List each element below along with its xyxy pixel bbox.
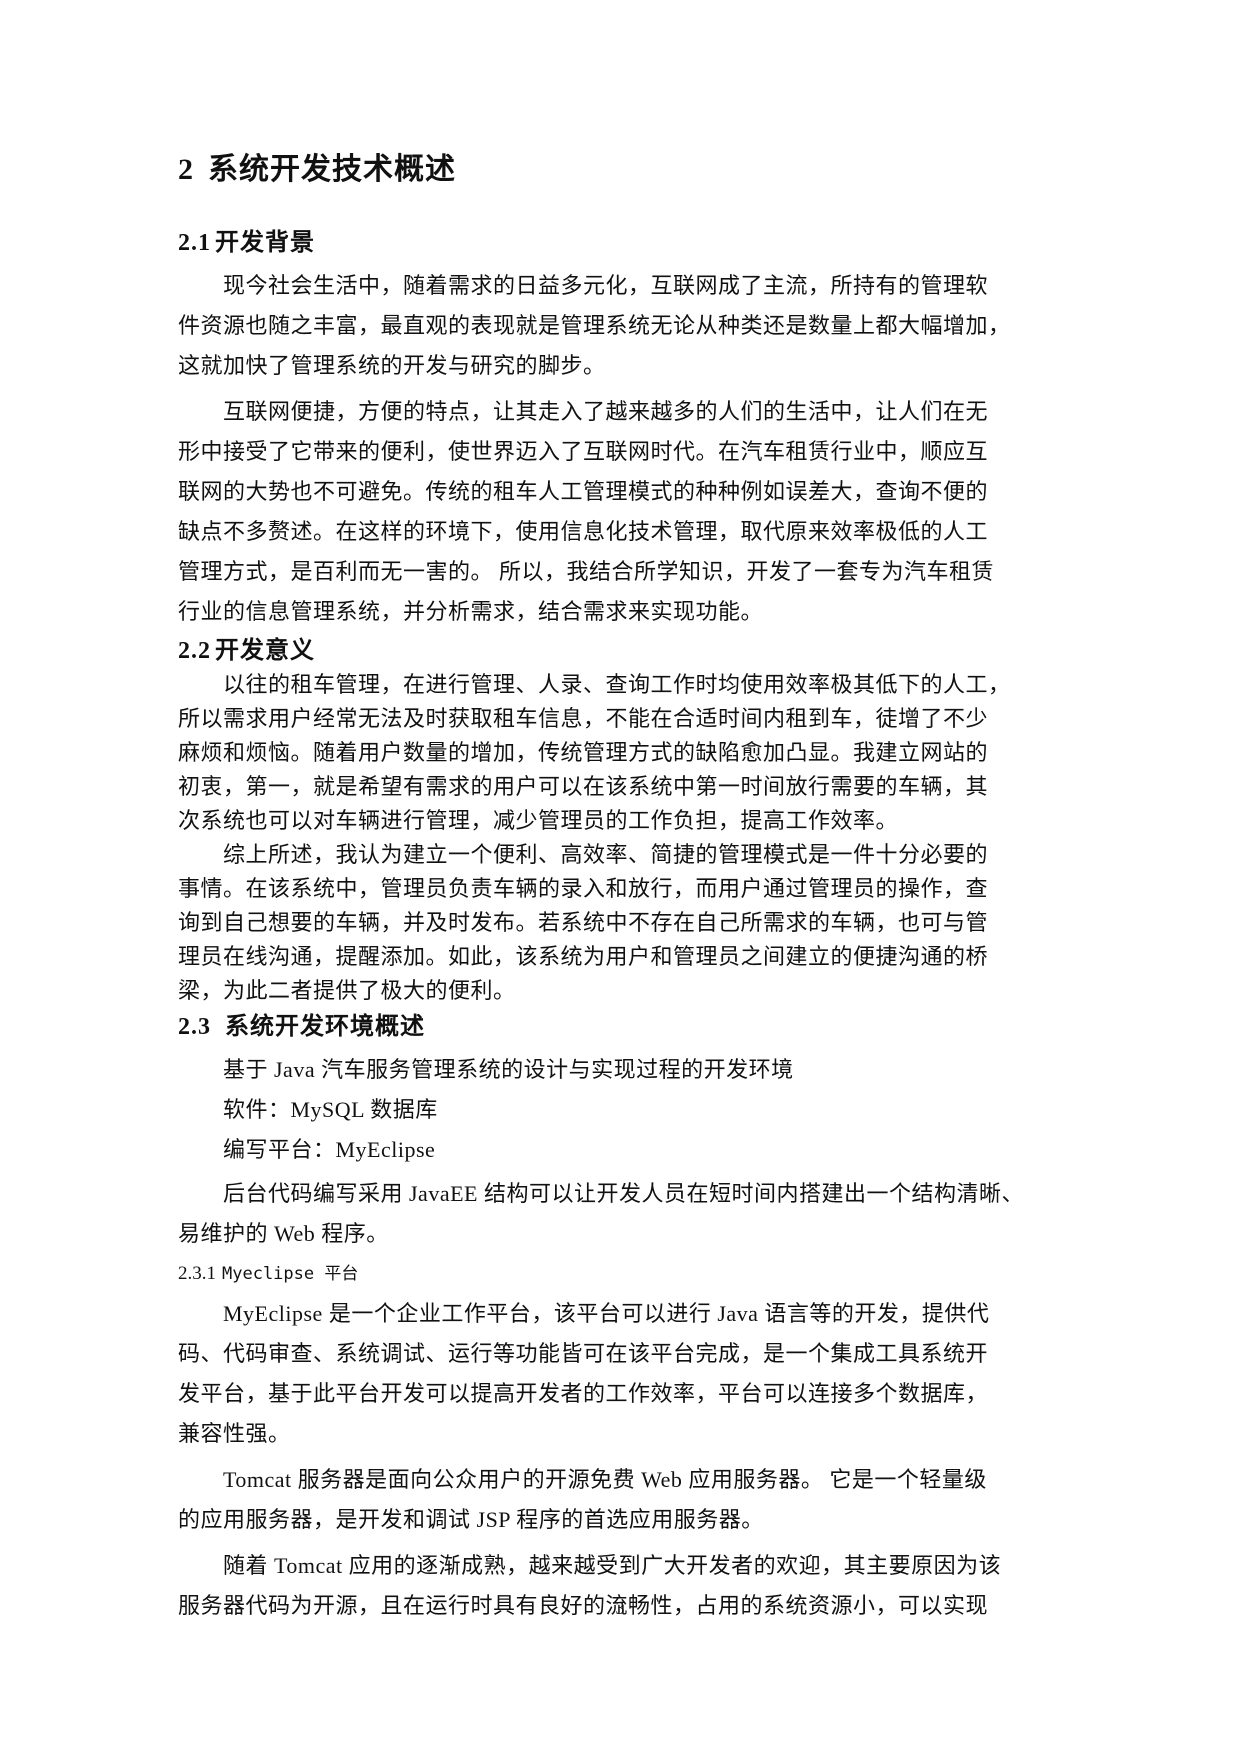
text-line: 件资源也随之丰富，最直观的表现就是管理系统无论从种类还是数量上都大幅增加，	[178, 313, 1011, 338]
text-line: 服务器代码为开源，且在运行时具有良好的流畅性，占用的系统资源小，可以实现	[178, 1593, 989, 1618]
text-line: 这就加快了管理系统的开发与研究的脚步。	[178, 353, 606, 378]
paragraph: 互联网便捷，方便的特点，让其走入了越来越多的人们的生活中，让人们在无 形中接受了…	[178, 392, 1068, 632]
text-line: MyEclipse 是一个企业工作平台，该平台可以进行 Java 语言等的开发，…	[223, 1301, 990, 1326]
paragraph: 现今社会生活中，随着需求的日益多元化，互联网成了主流，所持有的管理软 件资源也随…	[178, 266, 1068, 386]
section-title: 开发背景	[215, 228, 315, 256]
text-line: 兼容性强。	[178, 1421, 291, 1446]
text-line: 的应用服务器，是开发和调试 JSP 程序的首选应用服务器。	[178, 1507, 764, 1532]
text-line: 梁，为此二者提供了极大的便利。	[178, 978, 516, 1003]
text-line: 易维护的 Web 程序。	[178, 1221, 389, 1246]
text-line: 理员在线沟通，提醒添加。如此，该系统为用户和管理员之间建立的便捷沟通的桥	[178, 944, 989, 969]
text-line: 行业的信息管理系统，并分析需求，结合需求来实现功能。	[178, 599, 764, 624]
paragraph: MyEclipse 是一个企业工作平台，该平台可以进行 Java 语言等的开发，…	[178, 1294, 1068, 1454]
text-line: 所以需求用户经常无法及时获取租车信息，不能在合适时间内租到车，徒增了不少	[178, 706, 989, 731]
text-line: 发平台，基于此平台开发可以提高开发者的工作效率，平台可以连接多个数据库，	[178, 1381, 989, 1406]
text-line: 询到自己想要的车辆，并及时发布。若系统中不存在自己所需求的车辆，也可与管	[178, 910, 989, 935]
environment-item: 基于 Java 汽车服务管理系统的设计与实现过程的开发环境	[223, 1057, 794, 1082]
text-line: 互联网便捷，方便的特点，让其走入了越来越多的人们的生活中，让人们在无	[223, 399, 989, 424]
text-line: 事情。在该系统中，管理员负责车辆的录入和放行，而用户通过管理员的操作，查	[178, 876, 989, 901]
text-line: 麻烦和烦恼。随着用户数量的增加，传统管理方式的缺陷愈加凸显。我建立网站的	[178, 740, 989, 765]
subsection-number: 2.3.1	[178, 1263, 216, 1284]
text-line: 现今社会生活中，随着需求的日益多元化，互联网成了主流，所持有的管理软	[223, 273, 989, 298]
text-line: 次系统也可以对车辆进行管理，减少管理员的工作负担，提高工作效率。	[178, 808, 899, 833]
text-line: 综上所述，我认为建立一个便利、高效率、简捷的管理模式是一件十分必要的	[223, 842, 989, 867]
text-line: 以往的租车管理，在进行管理、人录、查询工作时均使用效率极其低下的人工，	[223, 672, 1011, 697]
text-line: 随着 Tomcat 应用的逐渐成熟，越来越受到广大开发者的欢迎，其主要原因为该	[223, 1553, 1002, 1578]
subsection-heading-2-3-1: 2.3.1 Myeclipse 平台	[178, 1254, 1068, 1294]
section-title: 开发意义	[215, 636, 315, 664]
environment-item: 软件：MySQL 数据库	[223, 1097, 438, 1122]
paragraph: 随着 Tomcat 应用的逐渐成熟，越来越受到广大开发者的欢迎，其主要原因为该 …	[178, 1546, 1068, 1626]
text-line: 联网的大势也不可避免。传统的租车人工管理模式的种种例如误差大，查询不便的	[178, 479, 989, 504]
paragraph: 以往的租车管理，在进行管理、人录、查询工作时均使用效率极其低下的人工， 所以需求…	[178, 668, 1068, 838]
paragraph: 综上所述，我认为建立一个便利、高效率、简捷的管理模式是一件十分必要的 事情。在该…	[178, 838, 1068, 1008]
environment-item: 编写平台：MyEclipse	[223, 1137, 436, 1162]
section-number: 2.3	[178, 1014, 211, 1040]
paragraph: Tomcat 服务器是面向公众用户的开源免费 Web 应用服务器。 它是一个轻量…	[178, 1460, 1068, 1540]
section-number: 2.1	[178, 230, 211, 256]
text-line: 缺点不多赘述。在这样的环境下，使用信息化技术管理，取代原来效率极低的人工	[178, 519, 989, 544]
text-line: 管理方式，是百利而无一害的。 所以，我结合所学知识，开发了一套专为汽车租赁	[178, 559, 995, 584]
page-number: 3	[615, 1598, 625, 1618]
chapter-heading: 2 系统开发技术概述	[178, 150, 1068, 190]
text-line: 码、代码审查、系统调试、运行等功能皆可在该平台完成，是一个集成工具系统开	[178, 1341, 989, 1366]
text-line: 形中接受了它带来的便利，使世界迈入了互联网时代。在汽车租赁行业中，顺应互	[178, 439, 989, 464]
text-line: Tomcat 服务器是面向公众用户的开源免费 Web 应用服务器。 它是一个轻量…	[223, 1467, 987, 1492]
chapter-number: 2	[178, 153, 194, 186]
section-number: 2.2	[178, 638, 211, 664]
paragraph: 后台代码编写采用 JavaEE 结构可以让开发人员在短时间内搭建出一个结构清晰、…	[178, 1174, 1068, 1254]
section-heading-2-3: 2.3 系统开发环境概述	[178, 1008, 1068, 1044]
environment-list: 基于 Java 汽车服务管理系统的设计与实现过程的开发环境 软件：MySQL 数…	[178, 1050, 1068, 1170]
text-line: 后台代码编写采用 JavaEE 结构可以让开发人员在短时间内搭建出一个结构清晰、	[223, 1181, 1024, 1206]
text-line: 初衷，第一，就是希望有需求的用户可以在该系统中第一时间放行需要的车辆，其	[178, 774, 989, 799]
section-title: 系统开发环境概述	[225, 1012, 425, 1040]
subsection-title: Myeclipse 平台	[222, 1264, 359, 1284]
chapter-title: 系统开发技术概述	[208, 152, 456, 187]
